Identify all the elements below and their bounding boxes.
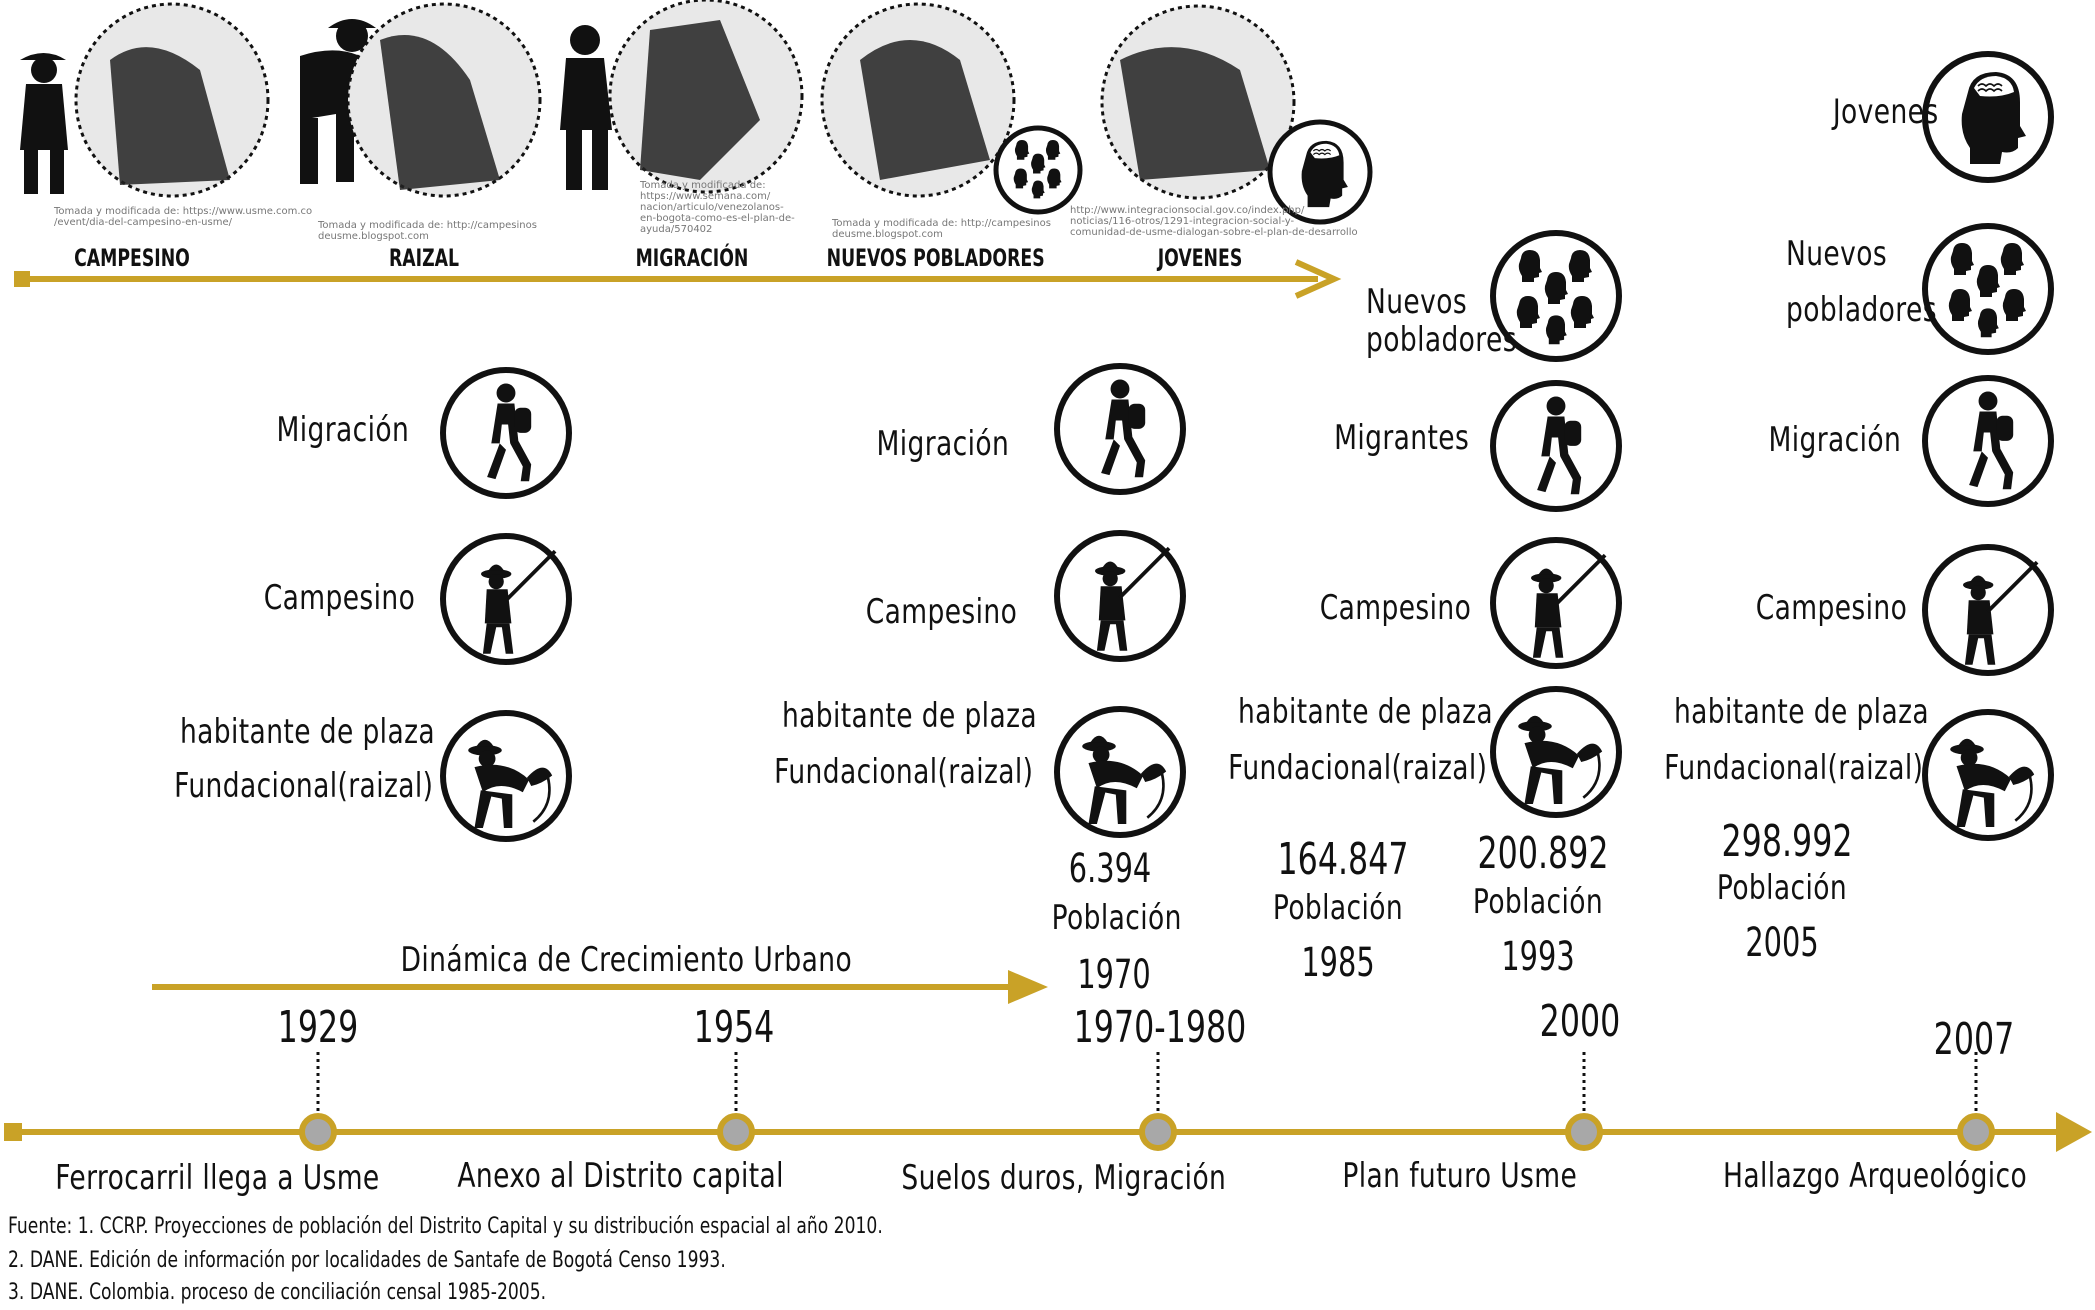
col3-label-migrantes: Migrantes bbox=[1333, 418, 1469, 458]
timeline-event-1954: Anexo al Distrito capital bbox=[457, 1156, 784, 1196]
col3-stat-1985-year: 1985 bbox=[1301, 940, 1375, 986]
column-4-icons bbox=[1925, 54, 2051, 838]
col4-stat-year: 2005 bbox=[1745, 920, 1819, 966]
col3-stat-1985-label: Población bbox=[1272, 888, 1404, 928]
col3-stat-1993-label: Población bbox=[1472, 882, 1604, 922]
col2-label-migracion: Migración bbox=[876, 424, 1009, 464]
timeline-event-2007: Hallazgo Arqueológico bbox=[1723, 1156, 2028, 1196]
photo-label-nuevos-pobladores: NUEVOS POBLADORES bbox=[826, 244, 1045, 272]
source-line-3: 3. DANE. Colombia. proceso de conciliaci… bbox=[8, 1280, 547, 1305]
col3-stat-1993-year: 1993 bbox=[1501, 934, 1575, 980]
col2-label-raizal-line1: habitante de plaza bbox=[781, 696, 1037, 736]
timeline-node-1970-1980 bbox=[1139, 1113, 1177, 1151]
timeline-node-2000 bbox=[1565, 1113, 1603, 1151]
source-line-1: Fuente: 1. CCRP. Proyecciones de poblaci… bbox=[8, 1214, 883, 1239]
col2-stat-label: Población bbox=[1051, 898, 1182, 938]
col3-label-nuevos-line1: Nuevos bbox=[1366, 282, 1468, 322]
col3-label-nuevos-line2: pobladores bbox=[1366, 320, 1517, 360]
photo-credit-migracion: Tomada y modificada de: https://www.sema… bbox=[640, 180, 795, 235]
col1-label-migracion: Migración bbox=[276, 410, 409, 450]
col4-label-jovenes: Jovenes bbox=[1833, 92, 1939, 132]
col4-label-raizal-line2: Fundacional(raizal) bbox=[1663, 748, 1923, 788]
col4-label-raizal-line1: habitante de plaza bbox=[1673, 692, 1929, 732]
col3-stat-1985-value: 164.847 bbox=[1277, 834, 1409, 885]
col2-label-raizal-line2: Fundacional(raizal) bbox=[773, 752, 1033, 792]
photo-label-campesino: CAMPESINO bbox=[74, 244, 190, 272]
timeline-year-2000: 2000 bbox=[1539, 996, 1621, 1047]
col3-label-raizal-line1: habitante de plaza bbox=[1237, 692, 1493, 732]
timeline-node-1929 bbox=[299, 1113, 337, 1151]
photo-label-migracion: MIGRACIÓN bbox=[635, 244, 749, 272]
photo-credit-raizal: Tomada y modificada de: http://campesino… bbox=[318, 220, 537, 242]
col1-label-raizal-line2: Fundacional(raizal) bbox=[173, 766, 433, 806]
timeline-year-1929: 1929 bbox=[277, 1002, 359, 1053]
photo-label-raizal: RAIZAL bbox=[388, 244, 460, 272]
head-profile-icon bbox=[1267, 119, 1373, 225]
col3-stat-1993-value: 200.892 bbox=[1477, 828, 1609, 879]
urban-growth-arrow bbox=[152, 970, 1048, 1004]
col1-label-campesino: Campesino bbox=[263, 578, 415, 618]
col4-label-nuevos-line1: Nuevos bbox=[1786, 234, 1888, 274]
timeline-node-1954 bbox=[717, 1113, 755, 1151]
column-2-icons bbox=[1057, 366, 1183, 835]
timeline-year-1954: 1954 bbox=[693, 1002, 775, 1053]
group-heads-icon bbox=[993, 125, 1083, 215]
photo-label-jovenes: JOVENES bbox=[1157, 244, 1243, 272]
col4-label-campesino: Campesino bbox=[1755, 588, 1907, 628]
col4-label-migracion: Migración bbox=[1768, 420, 1901, 460]
col4-label-nuevos-line2: pobladores bbox=[1786, 290, 1937, 330]
timeline-event-1970-1980: Suelos duros, Migración bbox=[901, 1158, 1227, 1198]
col4-stat-label: Población bbox=[1716, 868, 1848, 908]
col1-label-raizal-line1: habitante de plaza bbox=[179, 712, 435, 752]
col4-stat-value: 298.992 bbox=[1721, 816, 1853, 867]
main-timeline bbox=[4, 1052, 2092, 1152]
photo-credit-jovenes: http://www.integracionsocial.gov.co/inde… bbox=[1070, 205, 1358, 238]
col2-label-campesino: Campesino bbox=[865, 592, 1017, 632]
col2-stat-value: 6.394 bbox=[1068, 846, 1152, 892]
col2-stat-year: 1970 bbox=[1077, 952, 1151, 998]
timeline-node-2007 bbox=[1957, 1113, 1995, 1151]
timeline-event-2000: Plan futuro Usme bbox=[1342, 1156, 1578, 1196]
col3-label-campesino: Campesino bbox=[1319, 588, 1471, 628]
photo-credit-campesino: Tomada y modificada de: https://www.usme… bbox=[54, 206, 313, 228]
col3-label-raizal-line2: Fundacional(raizal) bbox=[1227, 748, 1487, 788]
timeline-event-1929: Ferrocarril llega a Usme bbox=[55, 1158, 380, 1198]
top-arrow bbox=[14, 259, 1342, 299]
photo-strip bbox=[20, 0, 1373, 225]
timeline-year-1970-1980: 1970-1980 bbox=[1073, 1002, 1247, 1053]
timeline-year-2007: 2007 bbox=[1933, 1014, 2015, 1065]
photo-credit-nuevos-pobladores: Tomada y modificada de: http://campesino… bbox=[832, 218, 1051, 240]
column-1-icons bbox=[443, 370, 569, 839]
source-line-2: 2. DANE. Edición de información por loca… bbox=[8, 1248, 726, 1273]
urban-growth-label: Dinámica de Crecimiento Urbano bbox=[400, 940, 853, 980]
